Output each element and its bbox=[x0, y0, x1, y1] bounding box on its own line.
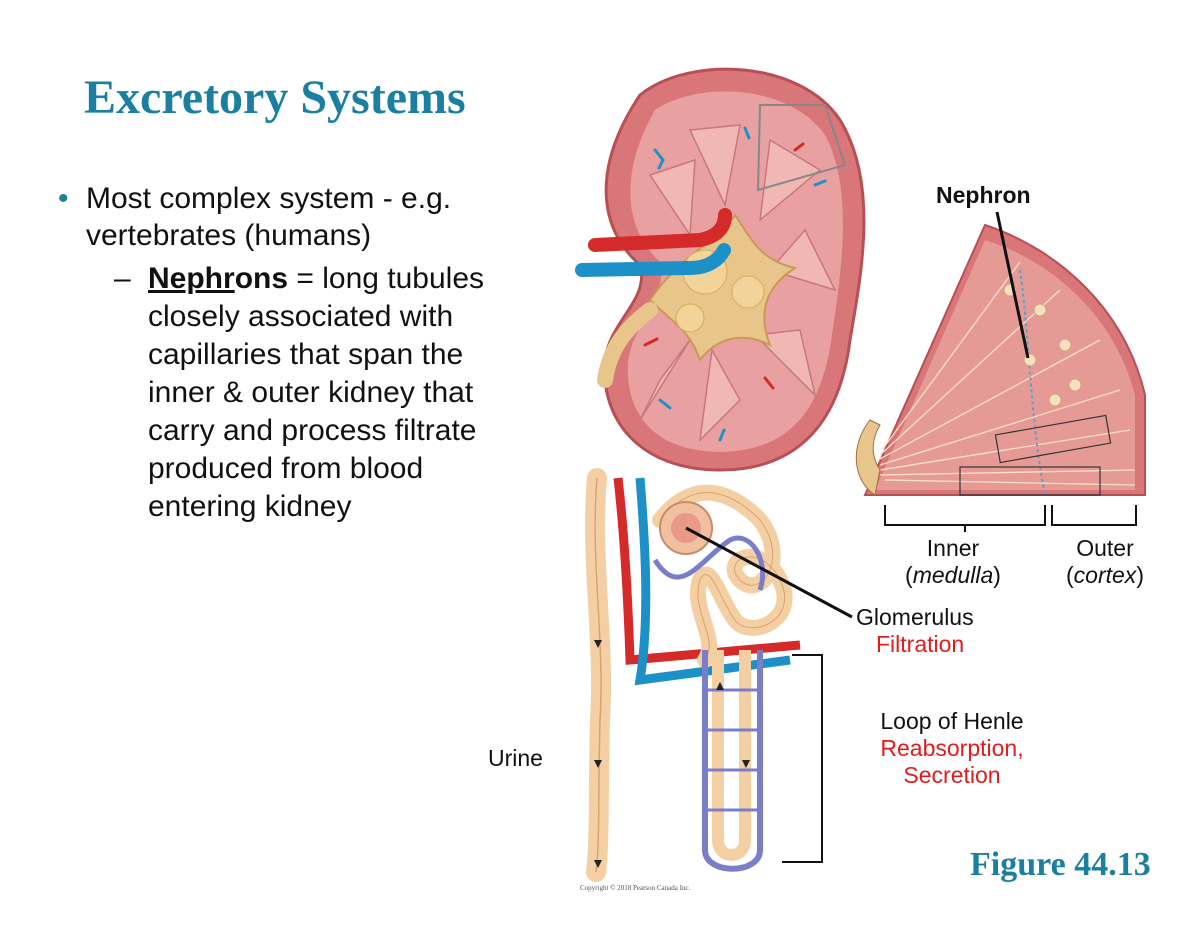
bullet-line: vertebrates (humans) bbox=[86, 219, 372, 252]
bullet-line: Nephrons = long tubules bbox=[148, 260, 484, 298]
inner-sub: (medulla) bbox=[905, 562, 1001, 588]
glomerulus-function: Filtration bbox=[876, 631, 965, 657]
nephron-wedge bbox=[855, 211, 1146, 532]
kidney-cross-section bbox=[575, 67, 866, 472]
bullet-item-2: – Nephrons = long tubules closely associ… bbox=[114, 260, 558, 526]
bullet-line: produced from blood bbox=[148, 452, 424, 485]
bullet-text-1: Most complex system - e.g. vertebrates (… bbox=[86, 180, 451, 254]
slide-title: Excretory Systems bbox=[84, 71, 466, 124]
copyright-text: Copyright © 2018 Pearson Canada Inc. bbox=[580, 884, 691, 892]
loop-function-2: Secretion bbox=[903, 762, 1001, 788]
inner-label-text: Inner bbox=[926, 535, 980, 561]
bullet-line: Most complex system - e.g. bbox=[86, 182, 452, 215]
bullet-line: inner & outer kidney that bbox=[148, 376, 474, 409]
bullet-line: entering kidney bbox=[148, 490, 352, 523]
bullet-text-2: Nephrons = long tubules closely associat… bbox=[148, 260, 484, 526]
bullet-list: • Most complex system - e.g. vertebrates… bbox=[58, 180, 558, 526]
loop-label-text: Loop of Henle bbox=[880, 708, 1024, 734]
figure-label: Figure 44.13 bbox=[970, 846, 1151, 883]
bullet-line: capillaries that span the bbox=[148, 338, 464, 371]
bullet-line-rest: = long tubules bbox=[288, 262, 485, 295]
term-nephrons: Nephrons bbox=[148, 262, 288, 295]
glomerulus-label-text: Glomerulus bbox=[856, 604, 974, 630]
sub-bullet-marker: – bbox=[114, 262, 131, 295]
outer-label: Outer (cortex) bbox=[1050, 535, 1160, 589]
loop-function-1: Reabsorption, bbox=[880, 735, 1024, 761]
nephron-label: Nephron bbox=[936, 182, 1031, 208]
bullet-item-1: • Most complex system - e.g. vertebrates… bbox=[58, 180, 558, 254]
nephron-detail bbox=[585, 468, 853, 882]
bullet-marker: • bbox=[58, 182, 69, 215]
outer-sub: (cortex) bbox=[1066, 562, 1144, 588]
bullet-line: closely associated with bbox=[148, 300, 454, 333]
renal-vein bbox=[575, 243, 731, 277]
loop-label: Loop of Henle Reabsorption, Secretion bbox=[862, 708, 1042, 789]
glomerulus-label: Glomerulus Filtration bbox=[856, 604, 974, 658]
outer-label-text: Outer bbox=[1076, 535, 1134, 561]
term-rest: ons bbox=[234, 262, 289, 295]
inner-label: Inner (medulla) bbox=[898, 535, 1008, 589]
outer-sub-italic: cortex bbox=[1073, 562, 1137, 588]
inner-sub-italic: medulla bbox=[912, 562, 994, 588]
loop-of-henle bbox=[702, 650, 763, 872]
renal-artery bbox=[588, 208, 732, 252]
urine-label: Urine bbox=[488, 745, 543, 771]
term-underlined-part: Nephr bbox=[148, 262, 235, 295]
bullet-line: carry and process filtrate bbox=[148, 414, 477, 447]
